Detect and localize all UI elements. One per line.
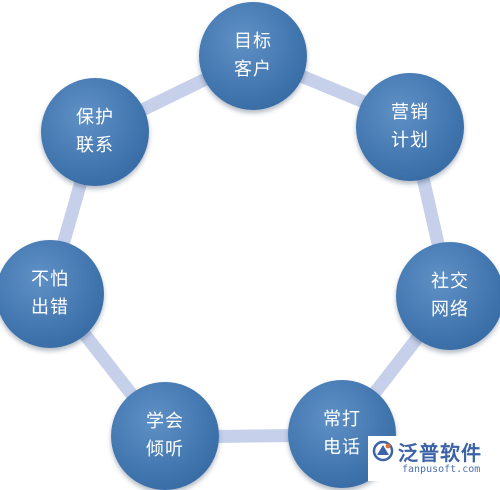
node-label-line1: 学会 xyxy=(146,411,184,433)
node-label-line2: 网络 xyxy=(431,299,469,320)
node-social-network: 社交 网络 xyxy=(396,242,500,350)
node-keep-in-touch: 保护 联系 xyxy=(41,78,149,186)
node-learn-to-listen: 学会 倾听 xyxy=(111,382,219,490)
node-label-line1: 保护 xyxy=(76,107,114,129)
node-label-line2: 客户 xyxy=(234,59,272,80)
node-not-afraid-of-mistakes: 不怕 出错 xyxy=(0,240,104,348)
node-marketing-plan: 营销 计划 xyxy=(356,73,464,181)
brand-logo-icon xyxy=(372,440,394,462)
watermark-url: fanpusoft.com xyxy=(402,464,481,475)
watermark: 泛普软件 fanpusoft.com xyxy=(368,436,500,481)
node-label-line1: 社交 xyxy=(431,271,469,293)
node-label-line2: 电话 xyxy=(323,437,361,458)
watermark-brand: 泛普软件 xyxy=(398,441,482,465)
node-label-line2: 计划 xyxy=(391,130,429,151)
node-label-line1: 不怕 xyxy=(31,269,69,291)
node-label-line2: 联系 xyxy=(76,135,114,156)
node-target-customers: 目标 客户 xyxy=(199,2,307,110)
node-label-line1: 常打 xyxy=(323,409,361,431)
node-label-line1: 目标 xyxy=(234,31,272,53)
node-label-line2: 倾听 xyxy=(146,439,184,460)
node-label-line2: 出错 xyxy=(31,297,69,318)
node-label-line1: 营销 xyxy=(391,102,429,124)
